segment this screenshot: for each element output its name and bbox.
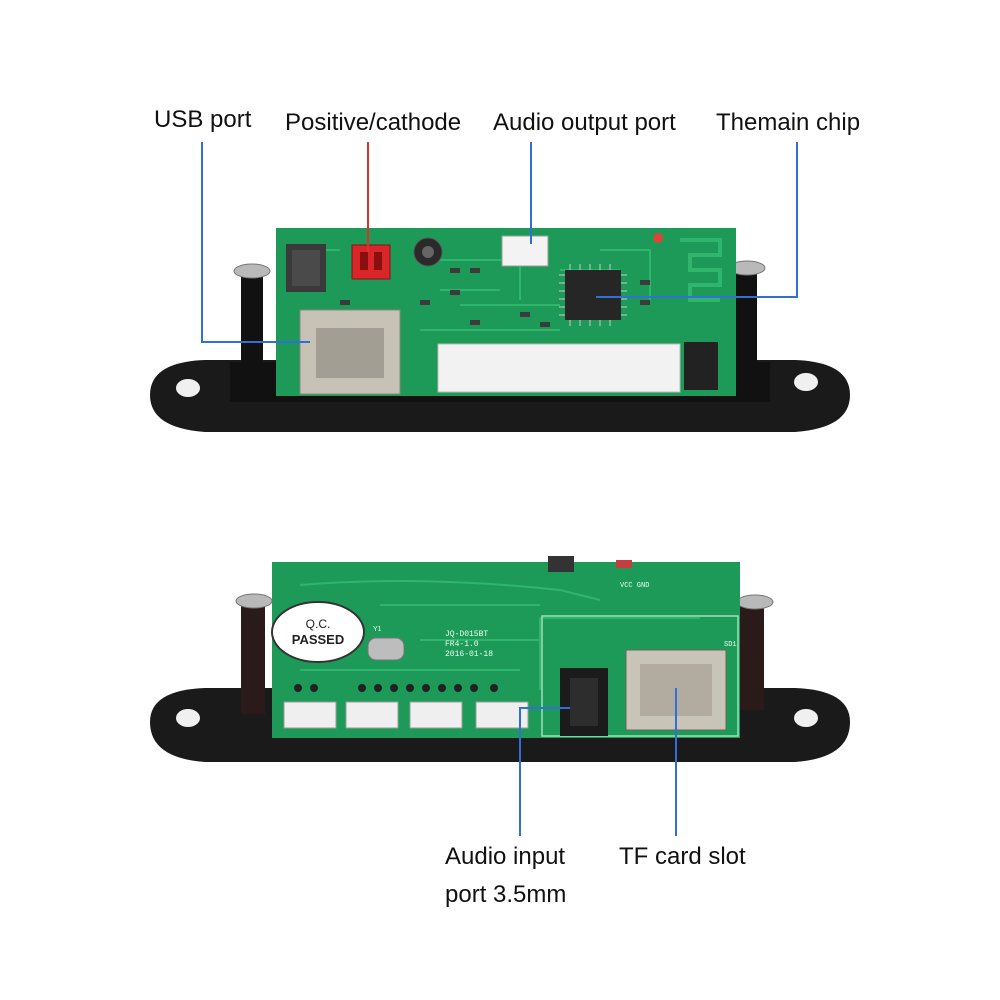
label-main-chip: Themain chip [716,109,861,136]
bottom-audio-jack-face [570,678,598,726]
top-audio-connector [501,235,549,267]
bottom-header-pins [294,684,498,692]
label-positive-cathode: Positive/cathode [285,109,462,136]
top-bezel-hole-right [794,373,818,391]
label-audio-output-port: Audio output port [493,109,676,136]
top-screw-left [233,263,271,279]
top-bezel-hole-left [176,379,200,397]
silkscreen-sd: SD1 [724,641,737,649]
silkscreen-model: JQ-D015BT [445,630,488,639]
top-display-header [437,343,681,393]
top-capacitor-top [422,246,434,258]
silkscreen-y1: Y1 [373,626,382,633]
top-smd-parts [340,268,650,327]
bottom-pcb-traces [299,580,700,690]
top-regulator-face [292,250,320,286]
top-main-chip-pins [559,264,627,326]
bottom-connector-1 [283,701,337,729]
top-post-left [241,272,263,382]
top-power-pin-2 [374,252,382,270]
top-module [150,228,850,432]
top-main-chip [565,270,621,320]
bottom-zone-outline [541,615,739,737]
qc-sticker-line2: PASSED [292,632,345,647]
lead-usb-port [201,142,310,343]
silkscreen-version: FR4-1.0 [445,640,479,649]
bottom-top-component [548,556,574,572]
bottom-bezel-hole-left [176,709,200,727]
bottom-crystal [367,637,405,661]
bottom-screw-right [736,594,774,610]
bottom-post-right [740,604,764,710]
lead-lines [201,142,798,836]
bottom-bezel-hole-right [794,709,818,727]
lead-audio-input [519,707,570,836]
bottom-screw-left [235,593,273,609]
silkscreen-date: 2016-01-18 [445,650,493,659]
bottom-post-left [241,604,265,714]
top-power-connector [351,244,391,280]
label-usb-port: USB port [154,106,252,133]
top-post-right [735,272,757,372]
qc-sticker-line1: Q.C. [306,617,331,631]
top-ir-receiver [684,342,718,390]
label-audio-input-line1: Audio input [445,843,566,870]
bottom-module: Q.C. PASSED Y1 JQ-D015BT FR4-1.0 2016-01… [150,556,850,762]
top-usb-inner [316,328,384,378]
bottom-connector-2 [345,701,399,729]
label-audio-input: Audio input port 3.5mm [445,838,595,914]
lead-main-chip [596,142,798,298]
top-antenna-pad [653,233,663,243]
top-bt-antenna [680,238,722,302]
qc-passed-sticker [271,601,365,663]
label-tf-card-slot: TF card slot [619,843,746,870]
silkscreen-vcc: VCC GND [620,582,649,590]
bottom-red-part [616,560,632,568]
bottom-connector-3 [409,701,463,729]
label-audio-input-line2: port 3.5mm [445,881,567,908]
top-power-pin-1 [360,252,368,270]
